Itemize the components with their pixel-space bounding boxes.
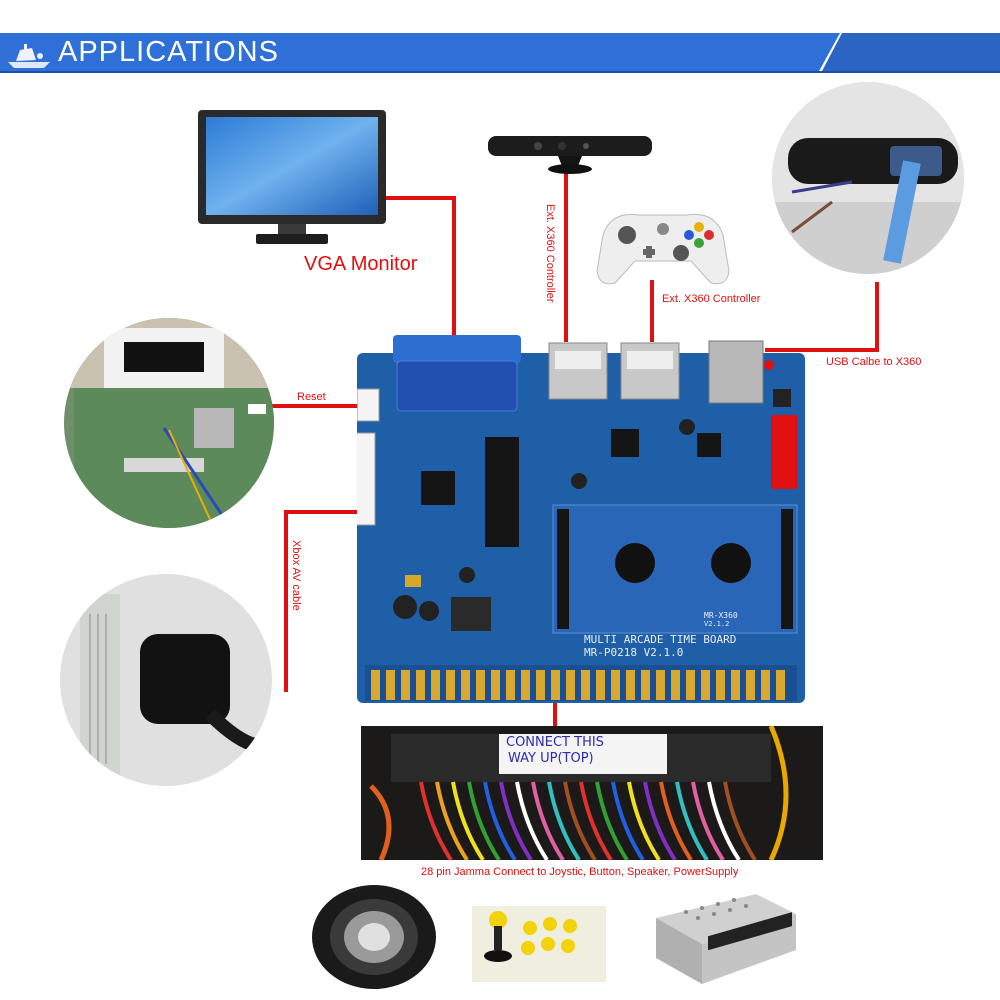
- edge-pin: [461, 670, 470, 700]
- harness-wire: [691, 781, 725, 860]
- edge-pin: [581, 670, 590, 700]
- harness-wire: [627, 781, 661, 860]
- edge-pin: [761, 670, 770, 700]
- harness-wire: [451, 781, 485, 860]
- wire-label-line1: CONNECT THIS: [506, 735, 604, 750]
- harness-wire: [483, 781, 517, 860]
- edge-pin: [746, 670, 755, 700]
- edge-pin: [671, 670, 680, 700]
- jamma-harness-photo: [361, 726, 823, 860]
- edge-pin: [716, 670, 725, 700]
- harness-wire: [563, 781, 597, 860]
- harness-wire: [611, 781, 645, 860]
- edge-pin: [491, 670, 500, 700]
- edge-pin: [566, 670, 575, 700]
- controller-connector-line: [650, 280, 654, 342]
- edge-pin: [641, 670, 650, 700]
- usb-cable-label: USB Calbe to X360: [826, 356, 922, 368]
- edge-pin: [401, 670, 410, 700]
- ship-icon: [8, 44, 50, 68]
- jamma-connector-line: [553, 700, 557, 726]
- harness-wire: [707, 781, 741, 860]
- vga-monitor-label: VGA Monitor: [304, 253, 418, 275]
- speaker-image: [312, 885, 436, 989]
- harness-wire: [531, 781, 565, 860]
- page-title: APPLICATIONS: [58, 36, 279, 68]
- ext-x360-controller-label-2: Ext. X360 Controller: [662, 293, 761, 305]
- usb-connector-line: [765, 348, 879, 352]
- harness-wire: [419, 781, 453, 860]
- harness-wire: [675, 781, 709, 860]
- board-name-line2: MR-P0218 V2.1.0: [584, 646, 684, 659]
- usb-port-photo: [772, 82, 964, 274]
- vga-monitor-image: [198, 110, 386, 244]
- wire-label-line2: WAY UP(TOP): [508, 751, 594, 766]
- xbox-av-cable-label: Xbox AV cable: [290, 540, 302, 611]
- usb-connector-line: [875, 282, 879, 352]
- reset-label: Reset: [297, 391, 326, 403]
- xbox-controller-image: [596, 213, 730, 285]
- jamma-connect-label: 28 pin Jamma Connect to Joystic, Button,…: [421, 866, 739, 878]
- harness-wire: [515, 781, 549, 860]
- sub-board-version: V2.1.2: [704, 620, 730, 628]
- edge-pin: [416, 670, 425, 700]
- xbox-av-port-photo: [60, 574, 272, 786]
- edge-pin: [371, 670, 380, 700]
- kinect-connector-line: [564, 170, 568, 342]
- edge-pin: [521, 670, 530, 700]
- av-connector-line: [284, 510, 288, 692]
- av-connector-line: [286, 510, 358, 514]
- edge-pin: [506, 670, 515, 700]
- arcade-pcb-board: [357, 335, 805, 703]
- harness-wire: [499, 781, 533, 860]
- harness-wire: [547, 781, 581, 860]
- edge-pin: [551, 670, 560, 700]
- harness-wire: [723, 781, 757, 860]
- sub-board-name: MR-X360: [704, 611, 738, 620]
- kinect-sensor-image: [488, 136, 652, 174]
- harness-wire: [435, 781, 469, 860]
- reset-connector-line: [270, 404, 360, 408]
- edge-pin: [731, 670, 740, 700]
- vga-connector-line: [385, 196, 455, 200]
- edge-pin: [431, 670, 440, 700]
- header-banner: [0, 33, 1000, 73]
- edge-pin: [386, 670, 395, 700]
- edge-pin: [536, 670, 545, 700]
- joystick-buttons-image: [472, 906, 606, 982]
- edge-pin: [446, 670, 455, 700]
- harness-wire: [595, 781, 629, 860]
- harness-wire: [467, 781, 501, 860]
- edge-pin: [611, 670, 620, 700]
- vga-connector-line: [452, 196, 456, 336]
- edge-pin: [476, 670, 485, 700]
- harness-wire: [643, 781, 677, 860]
- board-name-line1: MULTI ARCADE TIME BOARD: [584, 633, 737, 646]
- xbox-motherboard-photo: [64, 318, 274, 528]
- ext-x360-controller-label: Ext. X360 Controller: [544, 204, 556, 303]
- edge-pin: [596, 670, 605, 700]
- jamma-edge-pins: [365, 666, 797, 702]
- power-supply-image: [656, 894, 796, 984]
- edge-pin: [626, 670, 635, 700]
- edge-pin: [686, 670, 695, 700]
- edge-pin: [656, 670, 665, 700]
- harness-wire: [659, 781, 693, 860]
- harness-wire: [579, 781, 613, 860]
- edge-pin: [776, 670, 785, 700]
- edge-pin: [701, 670, 710, 700]
